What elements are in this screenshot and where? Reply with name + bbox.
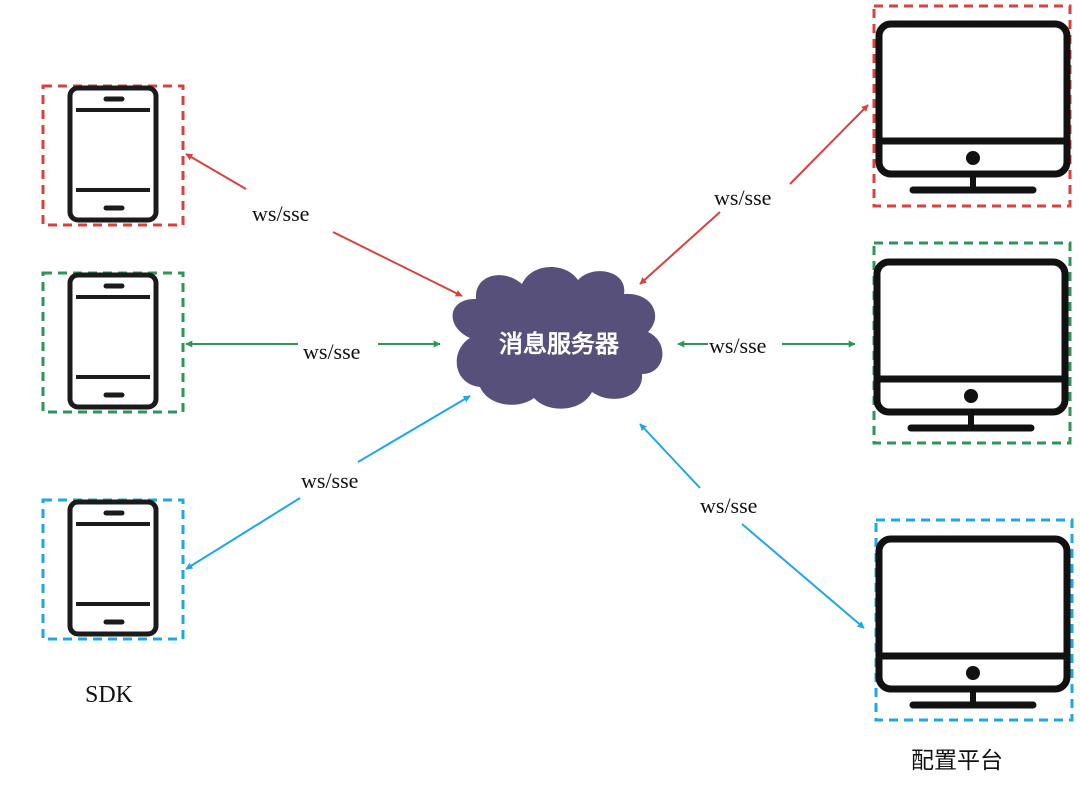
sdk-phone-1 — [41, 84, 185, 227]
connection-platform-2: ws/sse — [677, 333, 856, 358]
monitor-icon — [875, 20, 1071, 194]
edge-label: ws/sse — [700, 493, 757, 518]
platform-monitor-3 — [874, 518, 1074, 722]
dashed-box-red — [41, 84, 185, 227]
monitor-icon — [873, 258, 1069, 432]
dashed-box-red — [872, 4, 1072, 208]
smartphone-icon — [67, 272, 159, 410]
server-label: 消息服务器 — [499, 330, 620, 358]
sdk-caption: SDK — [85, 682, 134, 708]
sdk-phone-2 — [41, 271, 185, 414]
platform-monitor-1 — [872, 4, 1072, 208]
connection-platform-3: ws/sse — [639, 423, 865, 629]
sdk-phone-3 — [41, 498, 185, 641]
connection-sdk-2: ws/sse — [185, 339, 441, 364]
edge-label: ws/sse — [252, 201, 309, 226]
edge-label: ws/sse — [303, 339, 360, 364]
platform-caption: 配置平台 — [911, 748, 1003, 774]
monitor-icon — [875, 535, 1071, 709]
dashed-box-green — [41, 271, 185, 414]
cloud-icon — [452, 266, 663, 409]
smartphone-icon — [67, 85, 159, 223]
smartphone-icon — [67, 499, 159, 637]
connection-sdk-3: ws/sse — [185, 395, 471, 570]
edge-label: ws/sse — [301, 468, 358, 493]
platform-monitor-2 — [872, 241, 1072, 445]
dashed-box-blue — [41, 498, 185, 641]
message-server: 消息服务器 — [452, 266, 663, 409]
connection-platform-1: ws/sse — [639, 104, 869, 285]
edge-label: ws/sse — [714, 185, 771, 210]
connection-sdk-1: ws/sse — [185, 153, 463, 297]
edge-label: ws/sse — [709, 333, 766, 358]
